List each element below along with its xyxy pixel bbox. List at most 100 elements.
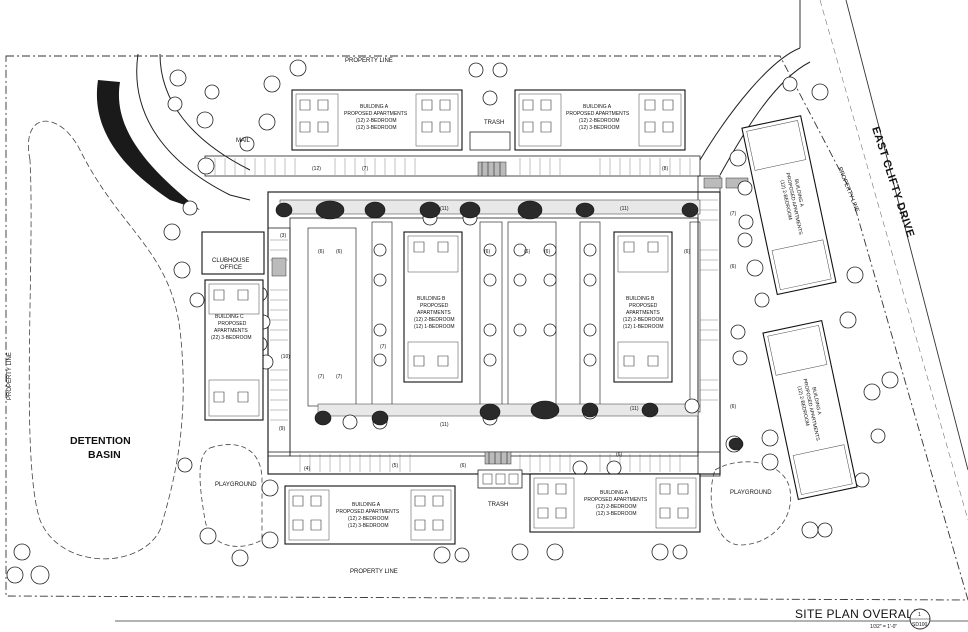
building-b-label-line5: (12) 1-BEDROOM [414, 324, 455, 330]
building-a-label-line4: (12) 3-BEDROOM [596, 511, 637, 517]
building-c-label-line4: (22) 3-BEDROOM [211, 335, 252, 341]
property-line-label-west: PROPERTY LINE [7, 352, 13, 400]
building-a-south-west [284, 485, 456, 545]
parking-stalls-south [299, 454, 681, 472]
building-a-label-line1: BUILDING A [793, 179, 805, 208]
property-boundary [5, 55, 968, 601]
entrance-drive [136, 53, 251, 201]
east-parking-row [697, 175, 721, 477]
parking-count: (8) [662, 166, 668, 172]
building-a-label-line1: BUILDING A [600, 490, 629, 496]
detention-basin-outline [28, 120, 184, 560]
parking-count: (7) [336, 374, 342, 380]
dark-trees [275, 200, 744, 451]
building-a-south-east-label: BUILDING A PROPOSED APARTMENTS (12) 2-BE… [584, 490, 648, 517]
building-c-label-line1: BUILDING C [215, 314, 244, 320]
mail-label: MAIL [236, 138, 251, 144]
building-b-label-line4: (12) 2-BEDROOM [623, 317, 664, 323]
building-a-label-line2: PROPOSED APARTMENTS [344, 111, 408, 117]
building-a-label-line3: (12) 2-BEDROOM [348, 516, 389, 522]
building-a-south-west-label: BUILDING A PROPOSED APARTMENTS (12) 2-BE… [336, 502, 400, 529]
building-b-center-west-label: BUILDING B PROPOSED APARTMENTS (12) 2-BE… [414, 296, 455, 330]
playground-east-label: PLAYGROUND [730, 490, 772, 496]
trash-label-south: TRASH [488, 502, 508, 508]
property-line-label-east: PROPERTY LINE [836, 167, 859, 214]
building-a-north-west [291, 89, 463, 151]
north-parking-row [204, 155, 701, 177]
building-b-label-line3: APARTMENTS [626, 310, 660, 316]
road-label: EAST CLIFTY DRIVE [869, 125, 916, 239]
building-a-east-north [741, 115, 837, 296]
building-b-center-east-label: BUILDING B PROPOSED APARTMENTS (12) 2-BE… [623, 296, 664, 330]
building-a-label-line4: (12) 3-BEDROOM [348, 523, 389, 529]
parking-count: (6) [544, 249, 550, 255]
parking-count: (6) [684, 249, 690, 255]
parking-count: (6) [524, 249, 530, 255]
building-b-label-line3: APARTMENTS [417, 310, 451, 316]
property-line-label-north: PROPERTY LINE [345, 58, 393, 64]
building-a-label-line2: PROPOSED APARTMENTS [336, 509, 400, 515]
building-b-center-west [403, 231, 463, 383]
parking-count: (6) [318, 249, 324, 255]
drainage-swale [96, 80, 200, 210]
crosswalks [271, 161, 749, 465]
parking-count: (7) [362, 166, 368, 172]
parking-stalls-north [214, 158, 691, 175]
building-a-label-line1: BUILDING A [352, 502, 381, 508]
sheet-id: SD100 [912, 622, 928, 628]
building-a-label-line4: (12) 3-BEDROOM [356, 125, 397, 131]
playground-east-outline [710, 461, 792, 546]
building-c-label-line3: APARTMENTS [214, 328, 248, 334]
parking-count: (6) [460, 463, 466, 469]
building-b-label-line2: PROPOSED [629, 303, 658, 309]
building-c-west-label: BUILDING C PROPOSED APARTMENTS (22) 3-BE… [211, 314, 252, 341]
parking-count: (6) [484, 249, 490, 255]
building-a-north-east-label: BUILDING A PROPOSED APARTMENTS (12) 2-BE… [566, 104, 630, 131]
east-access-drive-inner [719, 61, 811, 176]
building-b-label-line1: BUILDING B [417, 296, 446, 302]
parking-count-labels: (12) (7) (8) (11) (11) (6) (6) (6) (6) (… [279, 166, 736, 472]
parking-count: (6) [336, 249, 342, 255]
building-a-label-line1: BUILDING A [360, 104, 389, 110]
parking-stalls-sides [270, 199, 718, 421]
building-a-label-line3: (12) 2-BEDROOM [579, 118, 620, 124]
parking-count: (3) [280, 233, 286, 239]
playground-west-outline [199, 444, 263, 547]
building-a-label-line3: (12) 2-BEDROOM [596, 504, 637, 510]
parking-count: (7) [318, 374, 324, 380]
parking-count: (6) [730, 264, 736, 270]
road-edge-line-2 [819, 0, 968, 521]
parking-count: (6) [730, 404, 736, 410]
building-a-label-line2: PROPOSED APARTMENTS [566, 111, 630, 117]
parking-count: (7) [730, 211, 736, 217]
trash-label-north: TRASH [484, 120, 504, 126]
building-b-label-line4: (12) 2-BEDROOM [414, 317, 455, 323]
building-c-west [204, 279, 264, 421]
parking-count: (4) [304, 466, 310, 472]
parking-count: (11) [440, 422, 449, 428]
building-a-label-line1: BUILDING A [810, 387, 822, 416]
building-a-east-south [762, 319, 858, 501]
clubhouse-label-1: CLUBHOUSE [212, 258, 249, 264]
building-b-label-line1: BUILDING B [626, 296, 655, 302]
building-a-label-line1: BUILDING A [583, 104, 612, 110]
sheet-number: 1 [918, 612, 921, 618]
parking-count: (5) [392, 463, 398, 469]
crosswalk-stripes [481, 162, 508, 464]
entrance-drive-inner [159, 53, 251, 171]
property-line-label-south: PROPERTY LINE [350, 569, 398, 575]
building-a-label-line3: (12) 2-BEDROOM [356, 118, 397, 124]
building-a-south-east [529, 473, 701, 533]
trees [6, 59, 899, 585]
parking-count: (7) [380, 344, 386, 350]
trash-enclosure-south [477, 469, 523, 489]
building-b-label-line5: (12) 1-BEDROOM [623, 324, 664, 330]
building-a-label-line2: PROPOSED APARTMENTS [584, 497, 648, 503]
drawing-scale: 1/32" = 1'-0" [870, 624, 897, 630]
parking-count: (9) [279, 426, 285, 432]
building-a-north-west-label: BUILDING A PROPOSED APARTMENTS (12) 2-BE… [344, 104, 408, 131]
trash-enclosure-north [469, 131, 511, 151]
west-parking-row [267, 227, 291, 457]
road-edge-line [845, 0, 968, 471]
parking-count: (11) [440, 206, 449, 212]
